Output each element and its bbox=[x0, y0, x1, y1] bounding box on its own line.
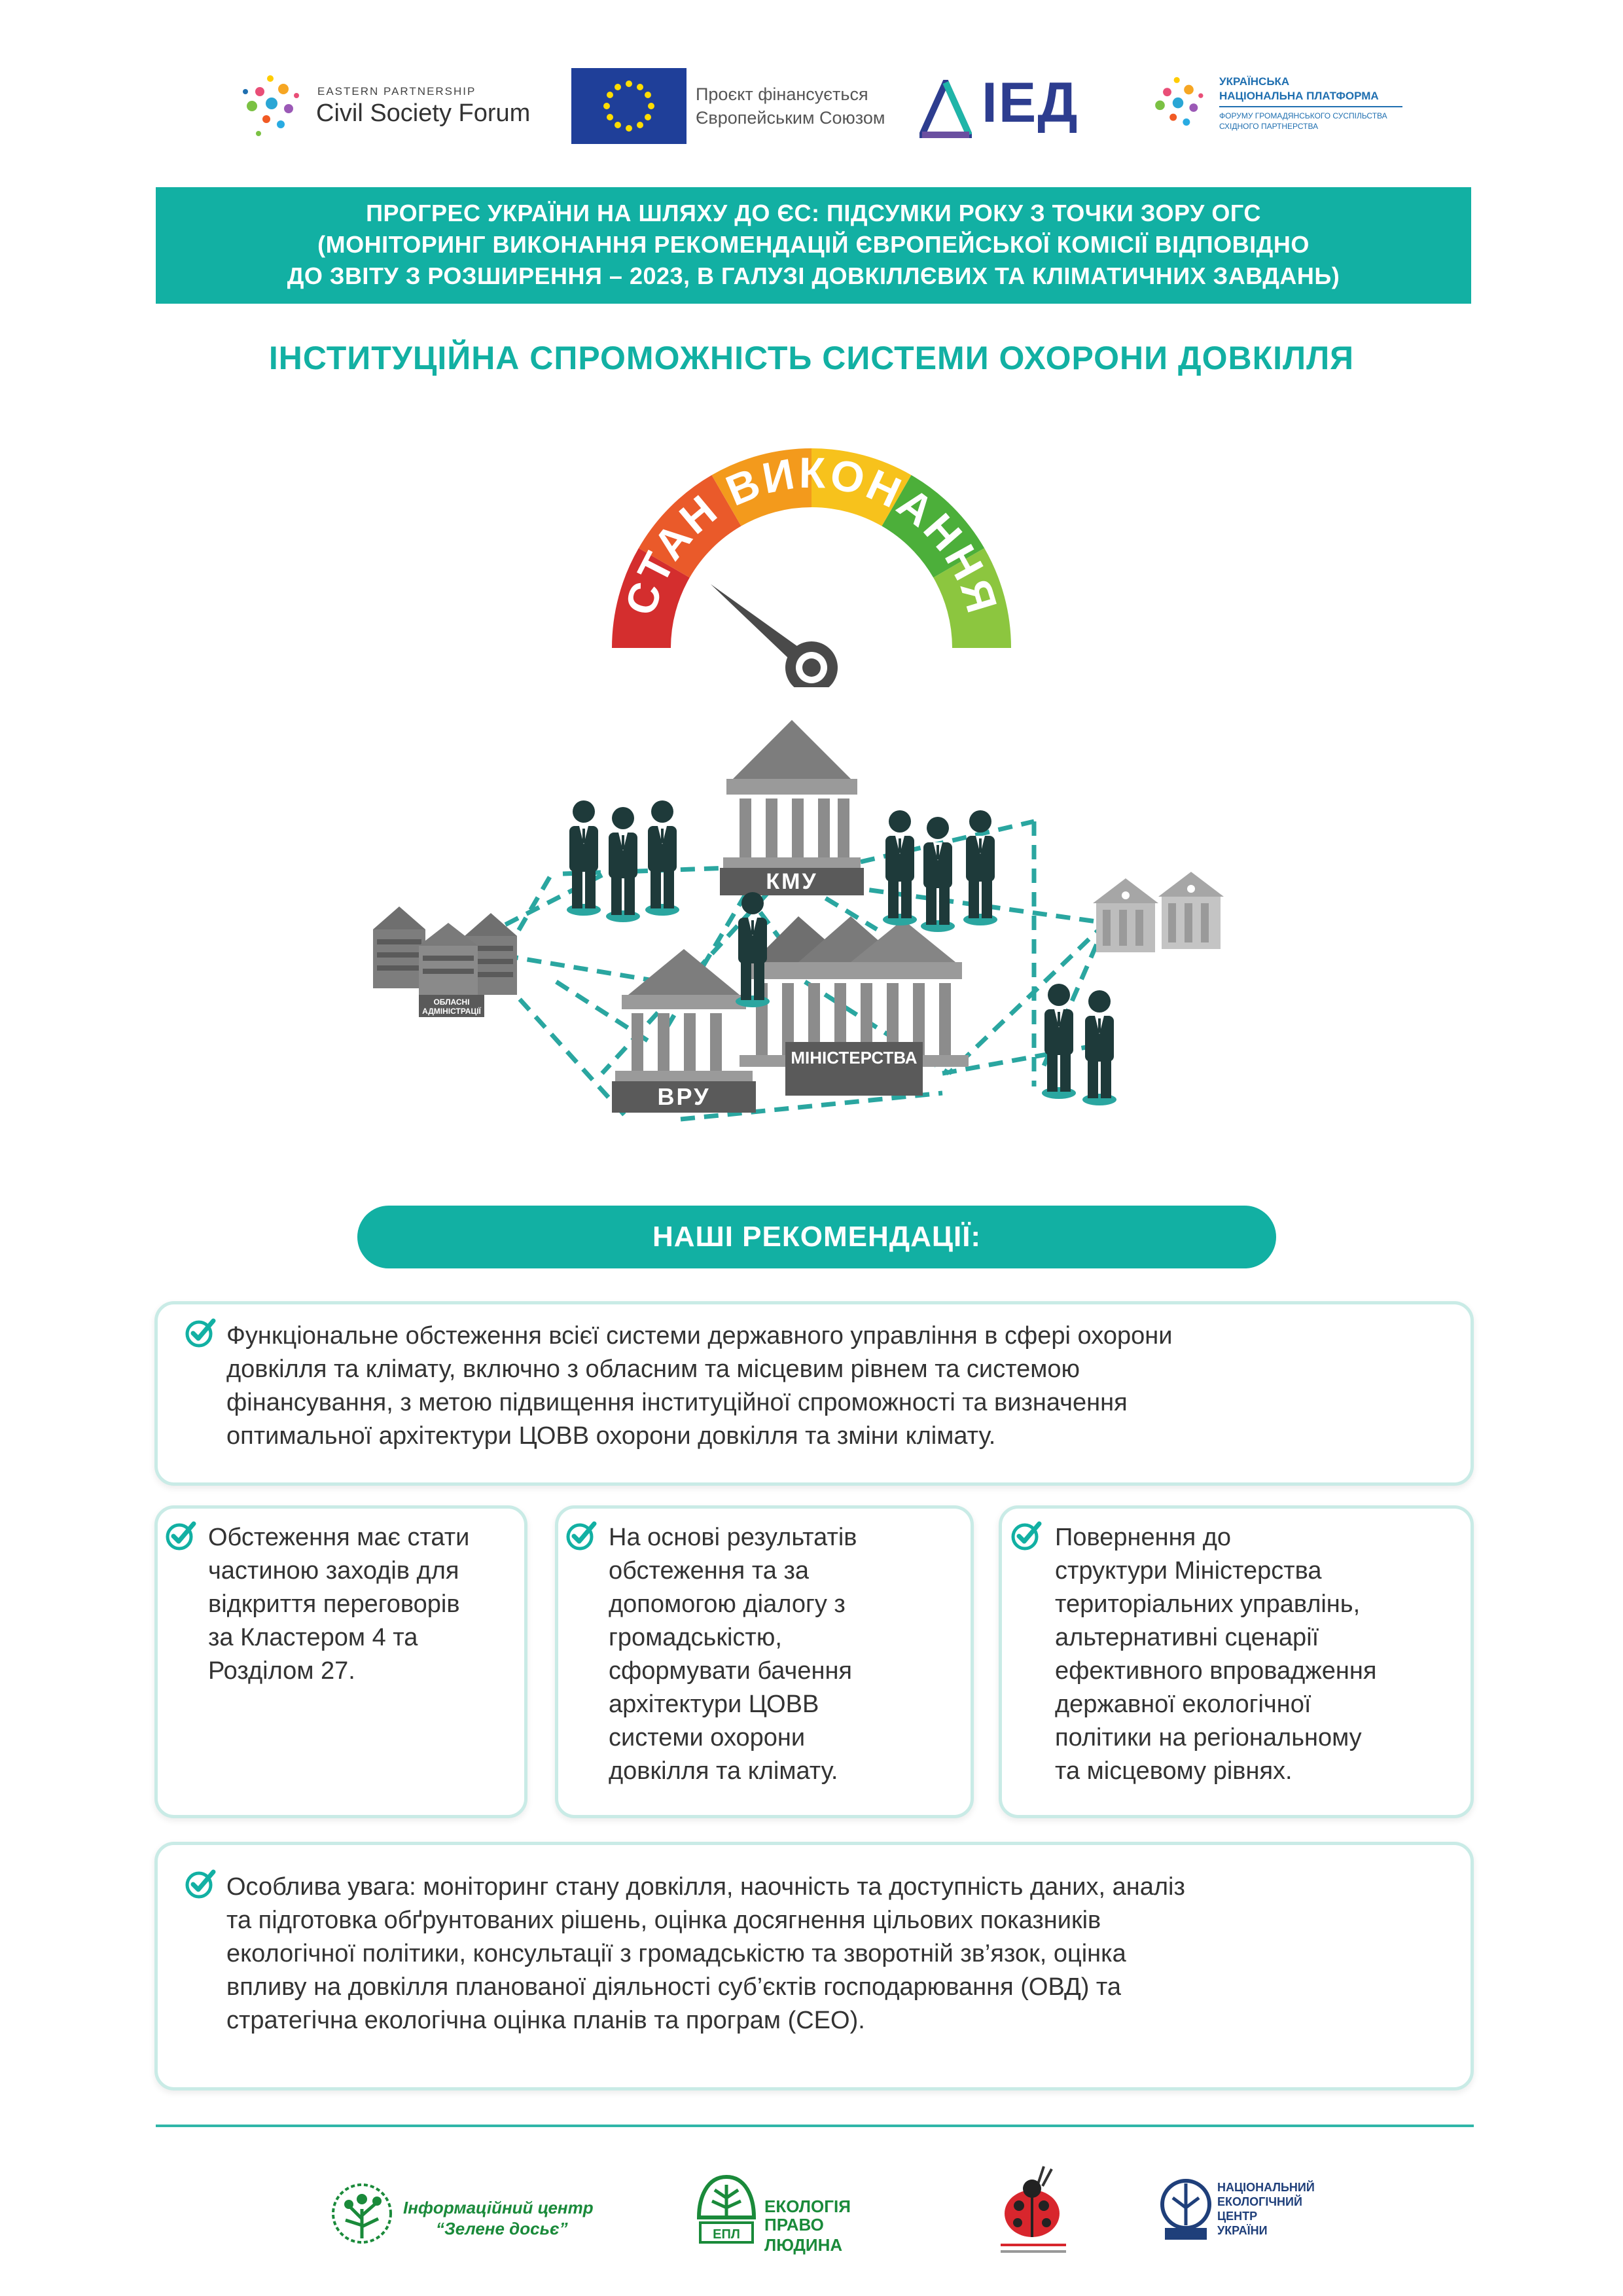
person-icon bbox=[736, 892, 770, 1007]
nec-logo: НАЦІОНАЛЬНИЙ ЕКОЛОГІЧНИЙ ЦЕНТР УКРАЇНИ bbox=[1160, 2172, 1330, 2257]
recommendation-text-4: Повернення до структури Міністерства тер… bbox=[1055, 1524, 1377, 1785]
checkmark-icon bbox=[166, 1521, 196, 1551]
nec-line1: НАЦІОНАЛЬНИЙ bbox=[1217, 2181, 1315, 2194]
ladybug-icon bbox=[1001, 2166, 1066, 2253]
header-line-1: ПРОГРЕС УКРАЇНИ НА ШЛЯХУ ДО ЄС: ПІДСУМКИ… bbox=[366, 200, 1261, 226]
csf-small-text: EASTERN PARTNERSHIP bbox=[317, 85, 476, 98]
person-icon bbox=[606, 807, 640, 922]
epl-tree-icon: ЕПЛ bbox=[696, 2174, 757, 2244]
csf-big-text: Civil Society Forum bbox=[316, 99, 531, 127]
tree-icon bbox=[332, 2183, 392, 2244]
header-line-3: ДО ЗВІТУ З РОЗШИРЕННЯ – 2023, В ГАЛУЗІ Д… bbox=[287, 262, 1340, 289]
oblast-administrations-building: ОБЛАСНІ АДМІНІСТРАЦІЇ bbox=[373, 906, 517, 1017]
gauge-segment bbox=[711, 448, 812, 526]
unp-text-line3: ФОРУМУ ГРОМАДЯНСЬКОГО СУСПІЛЬСТВА bbox=[1219, 111, 1387, 120]
ied-text: ІЕД bbox=[982, 71, 1079, 134]
oblast-label-line2: АДМІНІСТРАЦІЇ bbox=[422, 1006, 481, 1016]
header-band: ПРОГРЕС УКРАЇНИ НА ШЛЯХУ ДО ЄС: ПІДСУМКИ… bbox=[156, 187, 1471, 304]
nec-line3: ЦЕНТР bbox=[1217, 2210, 1258, 2223]
local-government-buildings bbox=[1093, 872, 1224, 952]
recommendation-card-3 bbox=[555, 1505, 974, 1818]
nec-line4: УКРАЇНИ bbox=[1217, 2224, 1268, 2237]
ladybug-logo bbox=[991, 2160, 1077, 2258]
zelene-dosie-logo: Інформаційний центр “Зелене досьє” bbox=[326, 2179, 614, 2251]
eu-logo: Проєкт фінансується Європейським Союзом bbox=[571, 68, 885, 145]
csf-logo: EASTERN PARTNERSHIP Civil Society Forum bbox=[232, 65, 533, 151]
gauge-needle bbox=[710, 584, 838, 687]
epl-line1: ЕКОЛОГІЯ bbox=[764, 2197, 851, 2216]
recommendation-card-1 bbox=[154, 1301, 1474, 1486]
nec-emblem-icon bbox=[1160, 2179, 1211, 2240]
unp-logo: УКРАЇНСЬКА НАЦІОНАЛЬНА ПЛАТФОРМА ФОРУМУ … bbox=[1142, 65, 1410, 151]
person-icon bbox=[1082, 990, 1116, 1105]
section-title: ІНСТИТУЦІЙНА СПРОМОЖНІСТЬ СИСТЕМИ ОХОРОН… bbox=[268, 340, 1355, 376]
gauge-segment bbox=[612, 548, 690, 648]
unp-text-line2: НАЦІОНАЛЬНА ПЛАТФОРМА bbox=[1219, 90, 1379, 102]
person-icon bbox=[645, 800, 679, 916]
ied-logo: ІЕД bbox=[919, 65, 1090, 147]
checkmark-icon bbox=[566, 1521, 597, 1551]
gauge-segment bbox=[933, 548, 1011, 648]
unp-text-line4: СХІДНОГО ПАРТНЕРСТВА bbox=[1219, 122, 1319, 131]
ministries-building: МІНІСТЕРСТВА bbox=[740, 916, 969, 1096]
eu-text-line1: Проєкт фінансується bbox=[696, 84, 868, 104]
recommendation-card-4 bbox=[999, 1505, 1474, 1818]
person-icon bbox=[883, 810, 917, 925]
gauge-segment bbox=[638, 475, 741, 578]
eu-text-line2: Європейським Союзом bbox=[696, 108, 885, 128]
oblast-label-line1: ОБЛАСНІ bbox=[433, 997, 469, 1007]
checkmark-icon bbox=[1011, 1521, 1042, 1551]
header-line-2: (МОНІТОРИНГ ВИКОНАННЯ РЕКОМЕНДАЦІЙ ЄВРОП… bbox=[317, 231, 1310, 258]
unp-flower-icon bbox=[1155, 77, 1204, 126]
recommendation-text-2: Обстеження має стати частиною заходів дл… bbox=[208, 1524, 470, 1685]
recommendation-card-5 bbox=[154, 1842, 1474, 2090]
checkmark-icon bbox=[185, 1869, 216, 1899]
person-icon bbox=[1042, 984, 1076, 1099]
people-group bbox=[567, 800, 1116, 1105]
status-gauge: СТАН ВИКОНАННЯ bbox=[612, 448, 1011, 687]
vru-building: ВРУ bbox=[612, 949, 756, 1113]
recommendation-text-1: Функціональне обстеження всієї системи д… bbox=[226, 1322, 1173, 1450]
zelene-dosie-line2: “Зелене досьє” bbox=[436, 2219, 568, 2238]
epl-logo: ЕПЛ ЕКОЛОГІЯ ПРАВО ЛЮДИНА bbox=[694, 2172, 903, 2257]
person-icon bbox=[567, 800, 601, 916]
recommendation-text-5: Особлива увага: моніторинг стану довкілл… bbox=[226, 1873, 1185, 2034]
ministries-label: МІНІСТЕРСТВА bbox=[791, 1048, 917, 1067]
ied-triangle-icon bbox=[919, 80, 972, 138]
gauge-segment bbox=[812, 448, 912, 526]
gauge-segment bbox=[882, 475, 985, 578]
eu-flag-icon bbox=[571, 68, 687, 144]
unp-text-line1: УКРАЇНСЬКА bbox=[1219, 75, 1290, 88]
epl-line2: ПРАВО ЛЮДИНА bbox=[764, 2215, 843, 2255]
recommendation-card-2 bbox=[154, 1505, 527, 1818]
zelene-dosie-line1: Інформаційний центр bbox=[403, 2198, 594, 2217]
person-icon bbox=[963, 810, 997, 925]
nec-line2: ЕКОЛОГІЧНИЙ bbox=[1217, 2195, 1302, 2208]
checkmark-icon bbox=[185, 1318, 216, 1348]
footer-divider bbox=[156, 2125, 1474, 2127]
recommendations-title: НАШІ РЕКОМЕНДАЦІЇ: bbox=[357, 1206, 1276, 1268]
recommendation-text-3: На основі результатів обстеження та за д… bbox=[609, 1524, 857, 1785]
csf-flower-icon bbox=[243, 75, 299, 136]
kmu-label: КМУ bbox=[766, 869, 817, 894]
person-icon bbox=[921, 817, 955, 932]
vru-label: ВРУ bbox=[658, 1083, 711, 1110]
kmu-building: КМУ bbox=[720, 720, 864, 895]
epl-abbr: ЕПЛ bbox=[713, 2227, 740, 2242]
institutions-diagram: КМУ ВРУ МІНІСТЕРСТВА bbox=[373, 720, 1224, 1122]
